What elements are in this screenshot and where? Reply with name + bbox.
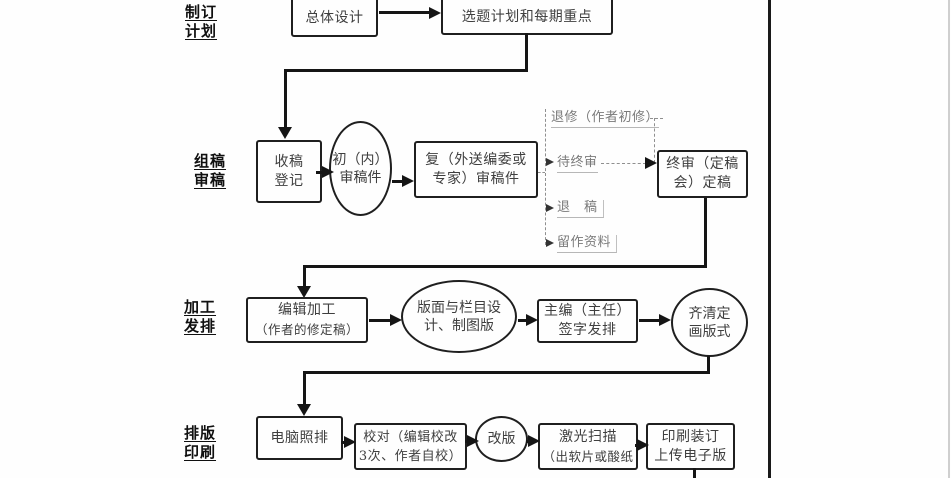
node-initial-review-line1: 初（内） xyxy=(332,151,389,168)
node-print-bind-line1: 印刷装订 xyxy=(661,428,720,445)
arrowhead-laser-to-print-icon xyxy=(637,439,649,451)
node-second-review-line2: 专家）审稿件 xyxy=(432,170,520,187)
stage-label-process-line1: 加工 xyxy=(184,298,217,316)
stage-label-print-line2: 印刷 xyxy=(184,443,217,461)
connector-finalize-across xyxy=(303,371,710,374)
branch-return-revise: 退修（作者初修） xyxy=(551,110,660,128)
connector-final-down xyxy=(704,198,707,268)
branch-keep-arrow-icon xyxy=(546,239,554,247)
node-proofread-line2: 3次、作者自校） xyxy=(358,448,463,464)
node-layout-design-line2: 计、制图版 xyxy=(424,317,494,334)
dashed-return-revise-tail xyxy=(650,118,663,119)
node-overall-design-text: 总体设计 xyxy=(305,9,364,26)
node-print-bind-line2: 上传电子版 xyxy=(654,447,727,464)
stage-label-review: 组稿 审稿 xyxy=(194,152,226,190)
branch-wait-final-arrow-icon xyxy=(546,158,554,166)
branch-reject: 退 稿 xyxy=(557,200,604,218)
branch-keep-material: 留作资料 xyxy=(557,235,618,253)
arrowhead-proofread-to-revise-icon xyxy=(467,435,479,447)
node-print-bind: 印刷装订 上传电子版 xyxy=(646,423,735,470)
node-second-review-line1: 复（外送编委或 xyxy=(425,151,527,168)
stage-label-review-line2: 审稿 xyxy=(194,171,227,189)
node-layout-design-line1: 版面与栏目设 xyxy=(417,299,501,316)
arrowhead-into-receive-icon xyxy=(278,127,292,139)
connector-finalize-down xyxy=(707,356,710,374)
arrowhead-editing-to-layout-icon xyxy=(390,314,402,326)
node-final-review-line1: 终审（定稿 xyxy=(666,156,739,172)
connector-topic-across xyxy=(284,69,528,72)
node-revise-plate: 改版 xyxy=(475,416,528,462)
connector-final-to-editing xyxy=(303,265,306,288)
stage-label-review-line1: 组稿 xyxy=(194,152,227,170)
node-chief-sign: 主编（主任） 签字发排 xyxy=(537,299,638,343)
arrowhead-into-final-review-icon xyxy=(645,157,657,169)
node-laser-scan-line1: 激光扫描 xyxy=(559,428,617,445)
connector-initial-to-second xyxy=(392,180,404,183)
node-chief-sign-line1: 主编（主任） xyxy=(544,303,631,319)
stage-label-print: 排版 印刷 xyxy=(184,424,216,462)
node-chief-sign-line2: 签字发排 xyxy=(558,322,617,338)
connector-topic-down xyxy=(525,33,528,72)
node-laser-scan: 激光扫描 （出软片或酸纸 xyxy=(538,423,638,470)
stage-label-process-line2: 发排 xyxy=(184,317,217,335)
node-editing-line2: （作者的修定稿） xyxy=(254,322,359,337)
node-laser-scan-line2: （出软片或酸纸 xyxy=(542,448,634,464)
node-computer-typeset: 电脑照排 xyxy=(256,416,343,460)
node-initial-review: 初（内） 审稿件 xyxy=(329,121,392,216)
arrowhead-typeset-to-proofread-icon xyxy=(344,436,356,448)
arrowhead-initial-to-second-icon xyxy=(402,175,414,187)
arrowhead-revise-to-laser-icon xyxy=(528,435,540,447)
node-topic-plan: 选题计划和每期重点 xyxy=(441,0,613,35)
node-receive-register-line1: 收稿 xyxy=(274,153,304,170)
branch-wait-final: 待终审 xyxy=(557,155,598,173)
node-proofread: 校对（编辑校改 3次、作者自校） xyxy=(354,423,467,470)
connector-topic-to-receive xyxy=(284,69,287,129)
node-finalize-layout-line2: 画版式 xyxy=(688,323,731,340)
node-computer-typeset-text: 电脑照排 xyxy=(270,429,329,446)
node-editing-line1: 编辑加工 xyxy=(278,302,336,318)
connector-finalize-to-typeset xyxy=(303,371,306,406)
node-final-review-line2: 会）定稿 xyxy=(673,175,732,191)
page-edge-line xyxy=(948,0,950,478)
stage-label-plan-line1: 制订 xyxy=(185,3,218,21)
node-topic-plan-text: 选题计划和每期重点 xyxy=(461,8,593,25)
arrowhead-receive-to-initial-icon xyxy=(322,166,334,178)
connector-editing-to-layout xyxy=(369,319,392,322)
dashed-return-to-final xyxy=(654,118,655,163)
node-final-review: 终审（定稿 会）定稿 xyxy=(657,150,748,198)
connector-print-down xyxy=(693,468,696,478)
node-finalize-layout: 齐清定 画版式 xyxy=(671,288,748,357)
connector-chief-to-finalize xyxy=(639,319,661,322)
node-layout-design: 版面与栏目设 计、制图版 xyxy=(401,280,517,353)
node-revise-plate-text: 改版 xyxy=(487,431,516,447)
arrowhead-into-typeset-icon xyxy=(297,404,311,416)
node-receive-register: 收稿 登记 xyxy=(256,140,322,203)
arrowhead-into-editing-icon xyxy=(297,286,311,298)
node-second-review: 复（外送编委或 专家）审稿件 xyxy=(414,141,538,198)
branch-reject-arrow-icon xyxy=(546,204,554,212)
stage-label-process: 加工 发排 xyxy=(184,298,216,336)
node-proofread-line1: 校对（编辑校改 xyxy=(363,429,458,445)
node-overall-design: 总体设计 xyxy=(291,0,378,37)
connector-final-across xyxy=(303,265,707,268)
arrowhead-layout-to-chief-icon xyxy=(526,314,538,326)
connector-receive-to-initial xyxy=(316,171,324,174)
dashed-wait-to-final xyxy=(601,163,646,164)
stage-label-plan-line2: 计划 xyxy=(185,22,218,40)
node-finalize-layout-line1: 齐清定 xyxy=(688,305,731,322)
node-editing: 编辑加工 （作者的修定稿） xyxy=(246,297,368,343)
connector-typeset-to-proofread xyxy=(341,441,346,444)
stage-label-plan: 制订 计划 xyxy=(185,3,217,41)
node-initial-review-line2: 审稿件 xyxy=(339,169,382,186)
connector-layout-to-chief xyxy=(518,319,528,322)
dashed-branch-spine xyxy=(545,109,546,245)
node-receive-register-line2: 登记 xyxy=(274,172,304,189)
connector-design-to-topic xyxy=(379,11,429,14)
dashed-from-second-review xyxy=(538,172,545,173)
stage-label-print-line1: 排版 xyxy=(184,424,217,442)
arrowhead-chief-to-finalize-icon xyxy=(659,314,671,326)
arrowhead-design-to-topic-icon xyxy=(429,7,441,19)
page-divider-line xyxy=(768,0,771,478)
